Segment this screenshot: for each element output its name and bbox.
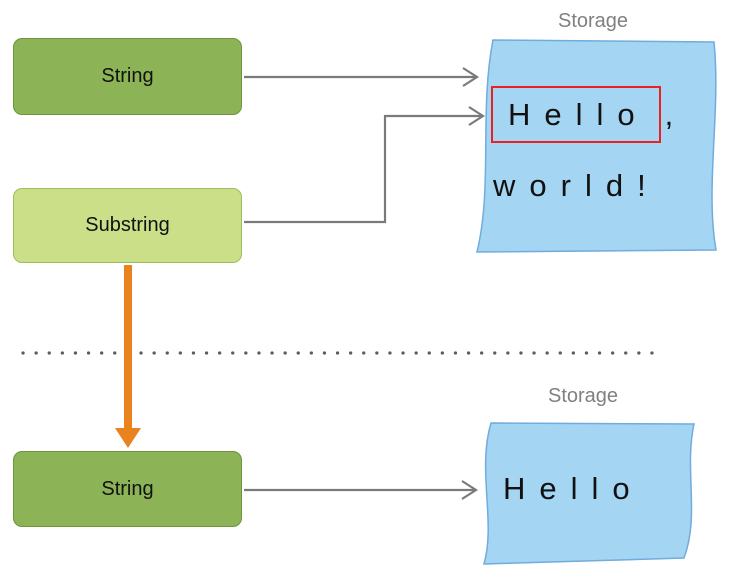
- storage-top-line2: world!: [493, 168, 660, 203]
- storage-shape-bottom: [482, 422, 695, 565]
- substring-highlight-box: Hello: [491, 86, 661, 143]
- storage-title-top: Storage: [558, 10, 629, 32]
- storage-top-line1: Hello ,: [491, 86, 673, 143]
- storage-shape-top: [476, 39, 717, 253]
- string-box-bottom-label: String: [101, 477, 154, 500]
- storage-title-bottom: Storage: [548, 385, 619, 407]
- arrow-string-to-storage: [244, 67, 480, 87]
- arrow-string-to-storage-bottom: [244, 480, 479, 500]
- substring-box-label: Substring: [85, 214, 170, 236]
- arrowhead-icon: [461, 480, 479, 500]
- string-box-top-label: String: [101, 65, 154, 87]
- storage-line1-punctuation: ,: [664, 97, 674, 132]
- mutation-arrow-orange: [115, 265, 141, 448]
- substring-box: Substring: [13, 188, 242, 263]
- arrow-substring-to-storage: [244, 106, 486, 224]
- string-box-bottom: String: [13, 451, 242, 527]
- arrowhead-icon: [115, 428, 141, 448]
- arrowhead-icon: [468, 106, 486, 126]
- arrowhead-icon: [462, 67, 480, 87]
- storage-bottom-text: Hello: [503, 471, 644, 506]
- string-box-top: String: [13, 38, 242, 115]
